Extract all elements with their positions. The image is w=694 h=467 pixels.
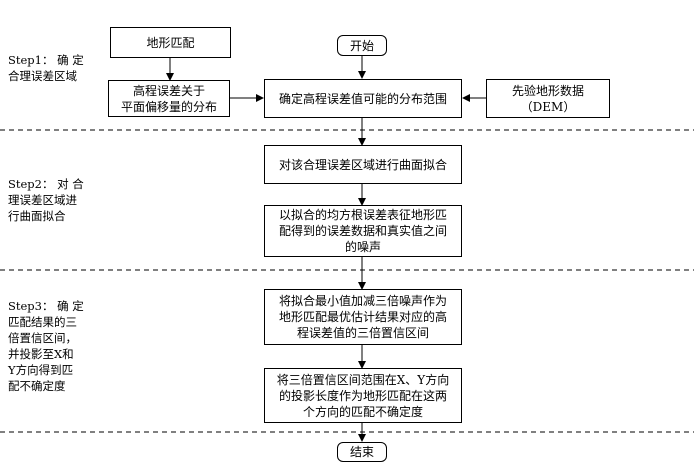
terrain-matching-node: 地形匹配 (110, 27, 231, 58)
step2-label: Step2： 对 合 理误差区域进 行曲面拟合 (8, 177, 84, 223)
projection-node: 将三倍置信区间范围在X、Y方向 的投影长度作为地形匹配在这两 个方向的匹配不确定… (264, 368, 462, 423)
step3-label: Step3： 确 定 匹配结果的三 倍置信区间， 并投影至X和 Y方向得到匹 配… (8, 299, 84, 393)
step1-label: Step1： 确 定 合理误差区域 (8, 53, 84, 83)
error-distribution-node: 高程误差关于 平面偏移量的分布 (108, 80, 230, 117)
determine-range-node: 确定高程误差值可能的分布范围 (264, 79, 462, 118)
surface-fitting-node: 对该合理误差区域进行曲面拟合 (264, 145, 462, 184)
end-node: 结束 (337, 442, 387, 462)
confidence-interval-node: 将拟合最小值加减三倍噪声作为 地形匹配最优估计结果对应的高 程误差值的三倍置信区… (264, 289, 462, 345)
start-node: 开始 (337, 35, 387, 56)
rmse-noise-node: 以拟合的均方根误差表征地形匹 配得到的误差数据和真实值之间 的噪声 (264, 205, 462, 257)
prior-dem-node: 先验地形数据 （DEM） (486, 79, 610, 118)
